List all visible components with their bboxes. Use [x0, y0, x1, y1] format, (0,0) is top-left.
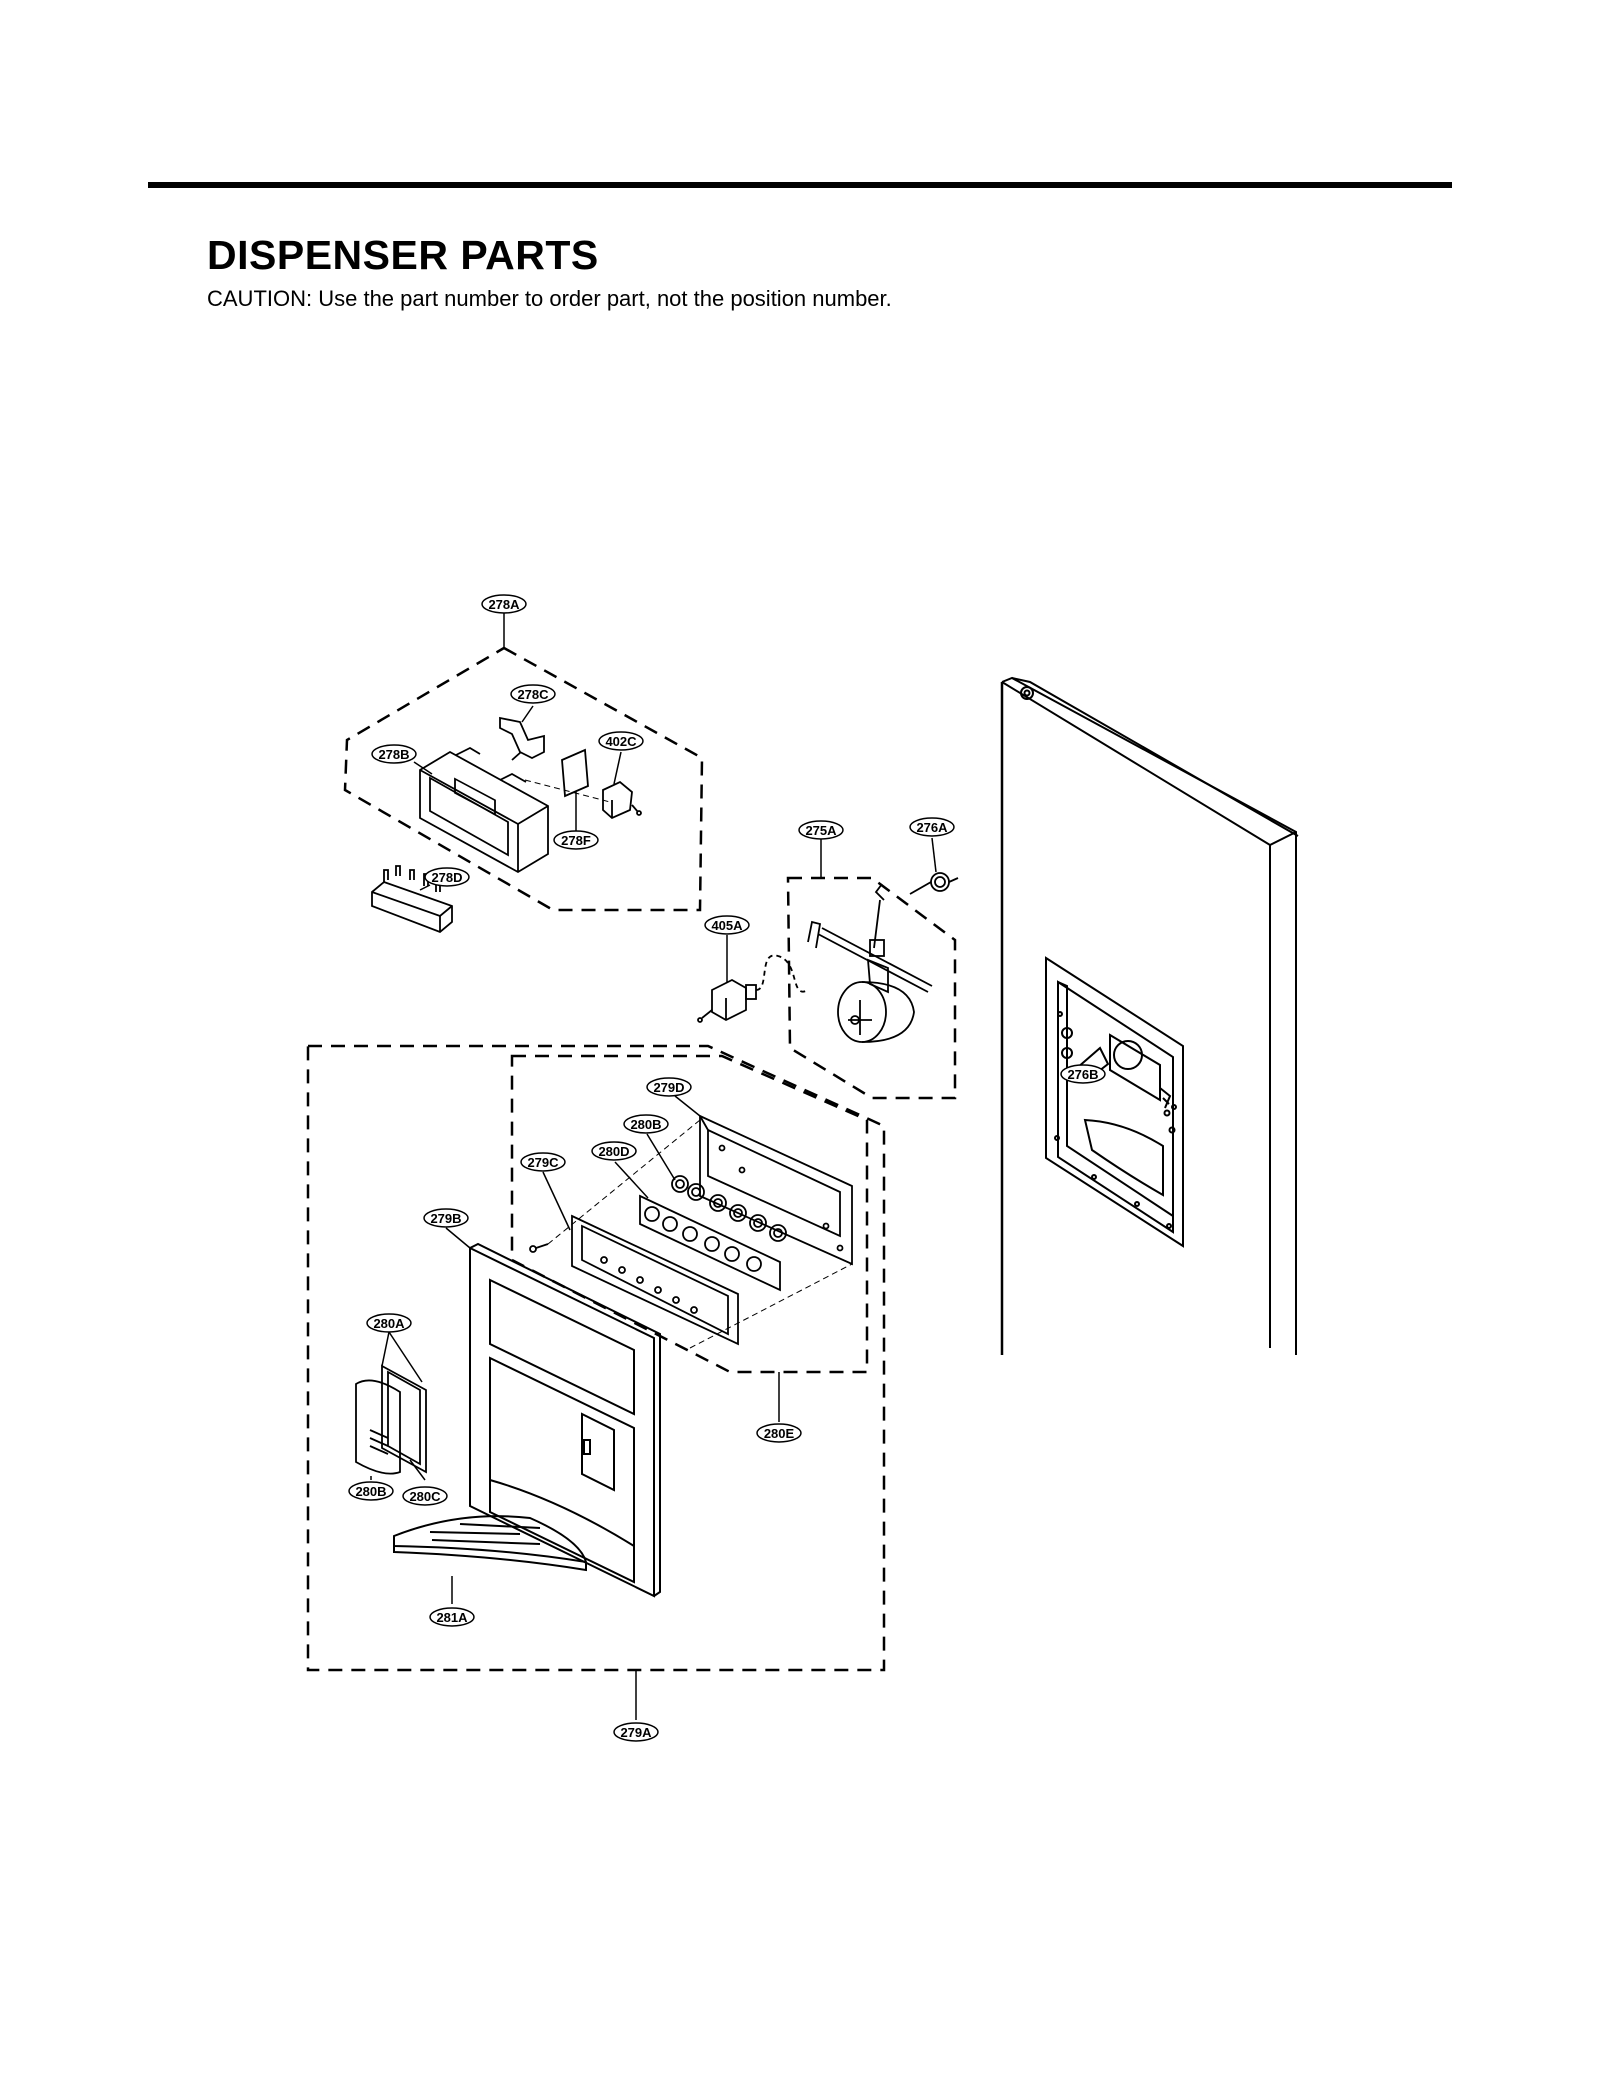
- callout-280a: 280A: [366, 1313, 412, 1333]
- part-405a-valve: [697, 954, 809, 1023]
- part-279b-frame: [469, 1242, 661, 1598]
- callout-278a: 278A: [481, 594, 527, 614]
- group-boundary-280e: [510, 1054, 869, 1374]
- callout-label: 280E: [764, 1426, 795, 1441]
- part-281a-drip-tray: [393, 1515, 588, 1572]
- callout-label: 281A: [436, 1610, 468, 1625]
- leader-lines: [370, 612, 1091, 1720]
- callout-278f: 278F: [553, 830, 599, 850]
- caution-note: CAUTION: Use the part number to order pa…: [207, 286, 892, 311]
- part-280b-buttons: [671, 1175, 787, 1242]
- callout-278d: 278D: [424, 867, 470, 887]
- part-402c-switch: [602, 780, 642, 820]
- group-boundary-279a: [306, 1044, 886, 1672]
- part-280d-button-array: [639, 1194, 781, 1292]
- callout-label: 280B: [630, 1117, 661, 1132]
- header-rule: [148, 182, 1452, 188]
- group-boundary-278a: [343, 646, 704, 912]
- callout-label: 278A: [488, 597, 520, 612]
- callout-405a: 405A: [704, 915, 750, 935]
- callout-279c: 279C: [520, 1152, 566, 1172]
- part-279d-panel: [699, 1114, 853, 1266]
- callout-279a: 279A: [613, 1722, 659, 1742]
- callout-281a: 281A: [429, 1607, 475, 1627]
- callout-label: 280B: [355, 1484, 386, 1499]
- callout-279b: 279B: [423, 1208, 469, 1228]
- page-title: DISPENSER PARTS: [207, 232, 599, 278]
- callout-276a: 276A: [909, 817, 955, 837]
- callout-label: 402C: [605, 734, 637, 749]
- callout-280c: 280C: [402, 1486, 448, 1506]
- callout-280d: 280D: [591, 1141, 637, 1161]
- callout-280b-bottom: 280B: [348, 1481, 394, 1501]
- callout-label: 405A: [711, 918, 743, 933]
- group-boundary-275a: [786, 876, 957, 1100]
- callout-label: 280D: [598, 1144, 629, 1159]
- callout-278c: 278C: [510, 684, 556, 704]
- callout-label: 279A: [620, 1725, 652, 1740]
- part-278c-lever: [499, 716, 545, 761]
- part-278f-pad: [561, 748, 589, 798]
- callout-402c: 402C: [598, 731, 644, 751]
- callout-label: 278C: [517, 687, 549, 702]
- callout-278b: 278B: [371, 744, 417, 764]
- callout-label: 278D: [431, 870, 462, 885]
- callout-label: 279C: [527, 1155, 559, 1170]
- part-280a-door: [381, 1364, 427, 1474]
- part-276a-spring: [909, 872, 959, 895]
- callout-label: 278B: [378, 747, 409, 762]
- callout-label: 276A: [916, 820, 948, 835]
- callout-label: 279B: [430, 1211, 461, 1226]
- part-275a-actuator: [807, 883, 933, 1043]
- part-278b-housing: [419, 746, 549, 874]
- callout-279d: 279D: [646, 1077, 692, 1097]
- callout-label: 275A: [805, 823, 837, 838]
- callout-275a: 275A: [798, 820, 844, 840]
- callout-label: 278F: [561, 833, 591, 848]
- callout-276b: 276B: [1060, 1064, 1106, 1084]
- callout-label: 280C: [409, 1489, 441, 1504]
- callout-label: 276B: [1067, 1067, 1098, 1082]
- part-280b-cover: [355, 1379, 401, 1475]
- callout-label: 279D: [653, 1080, 684, 1095]
- refrigerator-door: [1000, 676, 1299, 1355]
- callout-280e: 280E: [756, 1423, 802, 1443]
- callout-label: 280A: [373, 1316, 405, 1331]
- callout-280b-top: 280B: [623, 1114, 669, 1134]
- part-279c-board: [529, 1214, 739, 1346]
